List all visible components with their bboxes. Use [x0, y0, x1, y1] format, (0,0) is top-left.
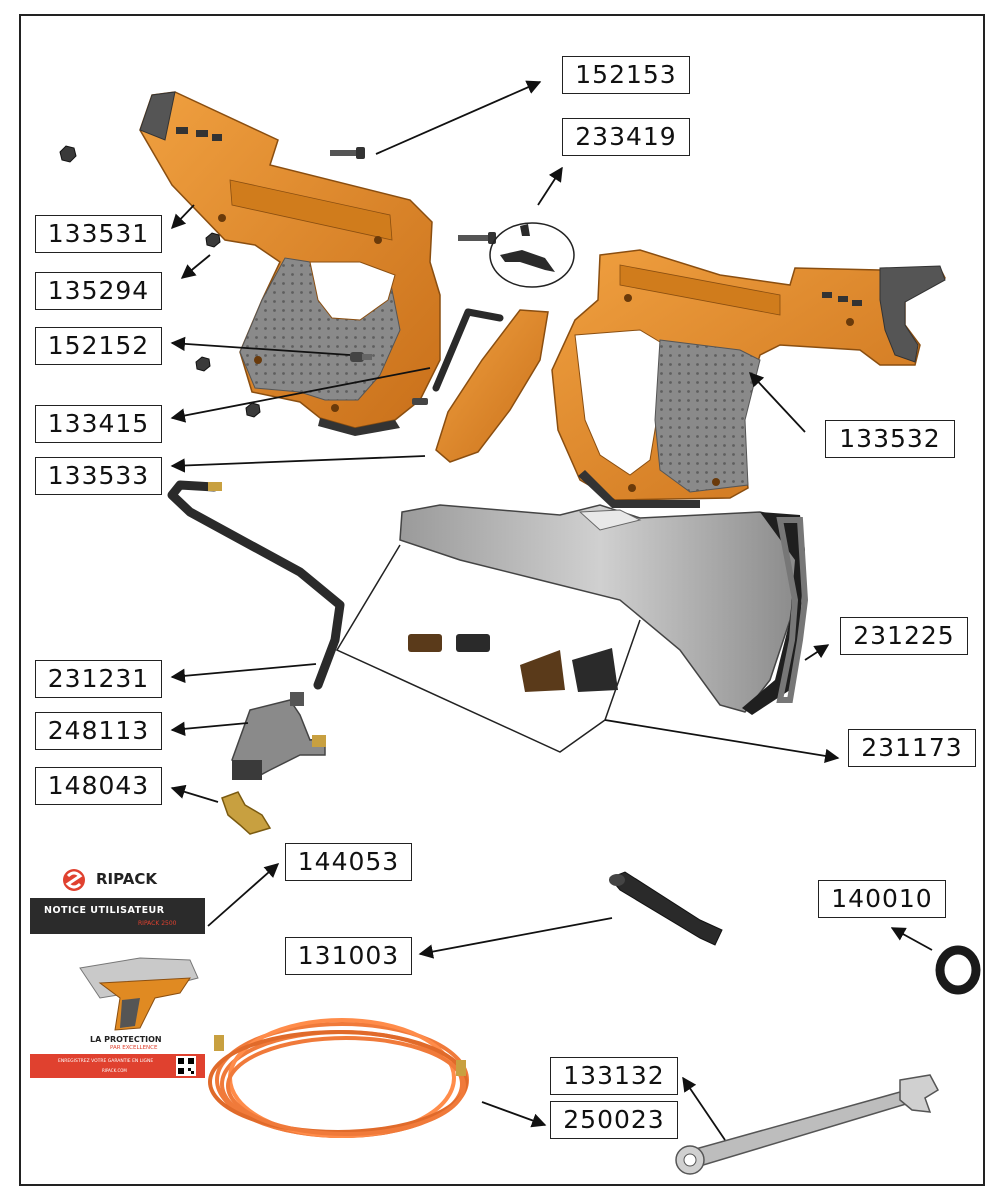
part-label-152152: 152152	[35, 327, 162, 365]
ripack-logo-icon	[63, 869, 85, 891]
trigger-cover-133533	[435, 309, 549, 463]
part-label-148043: 148043	[35, 767, 162, 805]
nozzle-detail-231173	[335, 544, 641, 753]
manual-title: NOTICE UTILISATEUR	[44, 905, 165, 916]
allen-key-133415	[432, 308, 504, 392]
left-housing-133531	[139, 91, 441, 436]
nozzle-231225	[399, 504, 809, 715]
part-label-133533: 133533	[35, 457, 162, 495]
nut-133531	[59, 145, 77, 163]
right-housing-133532	[551, 249, 946, 508]
manual-model: RIPACK 2500	[138, 920, 177, 927]
manual-title-bar	[30, 898, 205, 934]
trigger-detail-233419	[489, 222, 575, 288]
part-label-131003: 131003	[285, 937, 412, 975]
screw-small	[412, 398, 428, 405]
part-label-231231: 231231	[35, 660, 162, 698]
seal-140010	[935, 945, 981, 995]
manual-brand: RIPACK	[96, 870, 157, 888]
screw-152153	[330, 147, 365, 159]
part-label-133132: 133132	[550, 1057, 678, 1095]
part-label-144053: 144053	[285, 843, 412, 881]
user-manual-144053: RIPACK NOTICE UTILISATEUR RIPACK 2500 LA…	[30, 862, 208, 1080]
diagram-frame	[19, 14, 985, 1186]
manual-tagline-sub: PAR EXCELLENCE	[110, 1045, 158, 1051]
qr-code-icon	[176, 1056, 196, 1076]
brass-fitting-148043	[221, 791, 272, 835]
nut-b	[245, 402, 261, 418]
wrench-133132	[675, 1074, 939, 1175]
part-label-140010: 140010	[818, 880, 946, 918]
part-label-133531: 133531	[35, 215, 162, 253]
manual-footer-bar	[30, 1054, 205, 1078]
gas-tube-231231	[167, 480, 345, 690]
part-label-133532: 133532	[825, 420, 955, 458]
manual-tagline: LA PROTECTION	[90, 1035, 162, 1044]
part-label-233419: 233419	[562, 118, 690, 156]
screw-152152	[350, 352, 372, 362]
screw-233419	[458, 232, 496, 244]
part-label-248113: 248113	[35, 712, 162, 750]
part-label-135294: 135294	[35, 272, 162, 310]
nut-a	[195, 356, 211, 372]
shaft-131003	[609, 871, 723, 946]
part-label-231173: 231173	[848, 729, 976, 767]
part-label-250023: 250023	[550, 1101, 678, 1139]
part-label-231225: 231225	[840, 617, 968, 655]
nut-135294	[205, 232, 221, 248]
manual-cover-gun-image	[79, 957, 199, 1031]
manual-footer-url: RIPACK.COM	[102, 1068, 127, 1073]
t-fitting-248113	[231, 692, 326, 780]
part-label-133415: 133415	[35, 405, 162, 443]
leader-arrows	[170, 80, 933, 1141]
part-label-152153: 152153	[562, 56, 690, 94]
hose-250023	[208, 1018, 469, 1138]
manual-footer: ENREGISTREZ VOTRE GARANTIE EN LIGNE	[58, 1059, 154, 1064]
